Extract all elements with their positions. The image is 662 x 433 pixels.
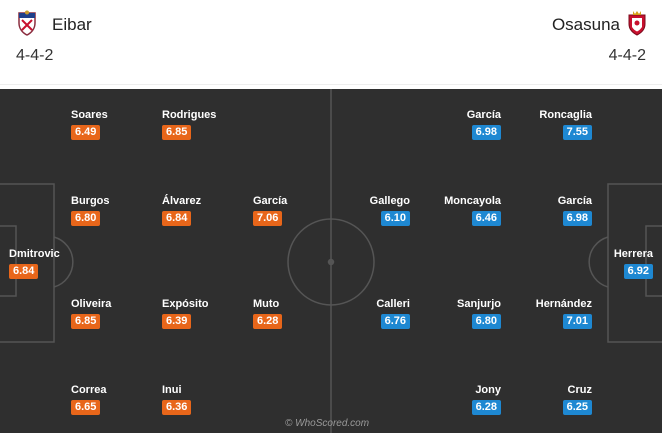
player-rating: 6.36 — [162, 400, 192, 415]
away-penalty-arc — [588, 236, 609, 288]
player-name: Soares — [71, 109, 108, 121]
player-name: García — [466, 109, 501, 121]
away-goal-box — [645, 225, 662, 297]
away-formation: 4-4-2 — [608, 47, 646, 64]
away-player[interactable]: Sanjurjo 6.80 — [421, 298, 501, 329]
player-rating: 6.85 — [71, 314, 101, 329]
home-player[interactable]: Inui 6.36 — [162, 384, 242, 415]
pitch: Soares 6.49 Rodrigues 6.85 Burgos 6.80 Álva… — [0, 89, 662, 433]
home-player[interactable]: Expósito 6.39 — [162, 298, 242, 329]
home-player[interactable]: Burgos 6.80 — [71, 195, 151, 226]
player-name: Sanjurjo — [456, 298, 501, 310]
home-penalty-box — [0, 183, 55, 343]
home-team-name[interactable]: Eibar — [52, 15, 92, 34]
player-name: Oliveira — [71, 298, 112, 310]
player-name: Correa — [71, 384, 107, 396]
player-rating: 6.65 — [71, 400, 101, 415]
home-player[interactable]: Oliveira 6.85 — [71, 298, 151, 329]
player-rating: 6.46 — [471, 211, 501, 226]
player-name: Dmitrovic — [9, 248, 60, 260]
player-name: Gallego — [369, 195, 410, 207]
eibar-crest-icon — [16, 10, 38, 36]
player-name: García — [557, 195, 592, 207]
away-player[interactable]: Jony 6.28 — [421, 384, 501, 415]
away-player[interactable]: Gallego 6.10 — [330, 195, 410, 226]
player-rating: 6.10 — [380, 211, 410, 226]
away-goalkeeper[interactable]: Herrera 6.92 — [573, 248, 653, 279]
player-name: Expósito — [162, 298, 209, 310]
home-player[interactable]: Rodrigues 6.85 — [162, 109, 242, 140]
osasuna-crest-icon — [626, 10, 648, 36]
player-rating: 6.84 — [162, 211, 192, 226]
away-player[interactable]: Moncayola 6.46 — [421, 195, 501, 226]
player-rating: 6.28 — [253, 314, 283, 329]
player-name: Álvarez — [162, 195, 202, 207]
player-name: Hernández — [535, 298, 592, 310]
watermark: © WhoScored.com — [285, 418, 370, 429]
away-player[interactable]: Cruz 6.25 — [512, 384, 592, 415]
player-rating: 6.49 — [71, 125, 101, 140]
away-player[interactable]: Roncaglia 7.55 — [512, 109, 592, 140]
player-rating: 6.84 — [9, 264, 39, 279]
player-rating: 6.98 — [471, 125, 501, 140]
home-formation: 4-4-2 — [16, 47, 54, 64]
player-name: García — [253, 195, 288, 207]
player-rating: 6.39 — [162, 314, 192, 329]
player-name: Calleri — [376, 298, 410, 310]
player-name: Muto — [253, 298, 280, 310]
player-name: Roncaglia — [539, 109, 592, 121]
pitch-markings — [0, 89, 662, 433]
home-player[interactable]: Álvarez 6.84 — [162, 195, 242, 226]
home-player[interactable]: Soares 6.49 — [71, 109, 151, 140]
header-divider — [0, 84, 662, 85]
home-goalkeeper[interactable]: Dmitrovic 6.84 — [9, 248, 89, 279]
player-name: Rodrigues — [162, 109, 217, 121]
away-player[interactable]: Hernández 7.01 — [512, 298, 592, 329]
player-rating: 6.85 — [162, 125, 192, 140]
player-rating: 6.80 — [471, 314, 501, 329]
away-player[interactable]: Calleri 6.76 — [330, 298, 410, 329]
away-player[interactable]: García 6.98 — [512, 195, 592, 226]
player-rating: 6.28 — [471, 400, 501, 415]
player-name: Jony — [475, 384, 501, 396]
away-penalty-box — [607, 183, 662, 343]
player-rating: 6.25 — [562, 400, 592, 415]
player-name: Inui — [162, 384, 182, 396]
home-penalty-arc — [53, 236, 74, 288]
home-player[interactable]: Muto 6.28 — [253, 298, 333, 329]
away-team-name[interactable]: Osasuna — [551, 15, 620, 34]
player-name: Moncayola — [444, 195, 501, 207]
player-rating: 7.06 — [253, 211, 283, 226]
match-header: Eibar 4-4-2 Osasuna 4-4-2 — [0, 0, 662, 88]
player-name: Cruz — [567, 384, 592, 396]
home-player[interactable]: García 7.06 — [253, 195, 333, 226]
player-rating: 6.92 — [623, 264, 653, 279]
away-player[interactable]: García 6.98 — [421, 109, 501, 140]
home-player[interactable]: Correa 6.65 — [71, 384, 151, 415]
player-rating: 7.55 — [562, 125, 592, 140]
home-goal-box — [0, 225, 17, 297]
player-name: Herrera — [613, 248, 653, 260]
player-rating: 7.01 — [562, 314, 592, 329]
player-rating: 6.80 — [71, 211, 101, 226]
player-rating: 6.76 — [380, 314, 410, 329]
center-spot — [327, 258, 335, 266]
player-name: Burgos — [71, 195, 110, 207]
center-circle — [287, 218, 375, 306]
player-rating: 6.98 — [562, 211, 592, 226]
